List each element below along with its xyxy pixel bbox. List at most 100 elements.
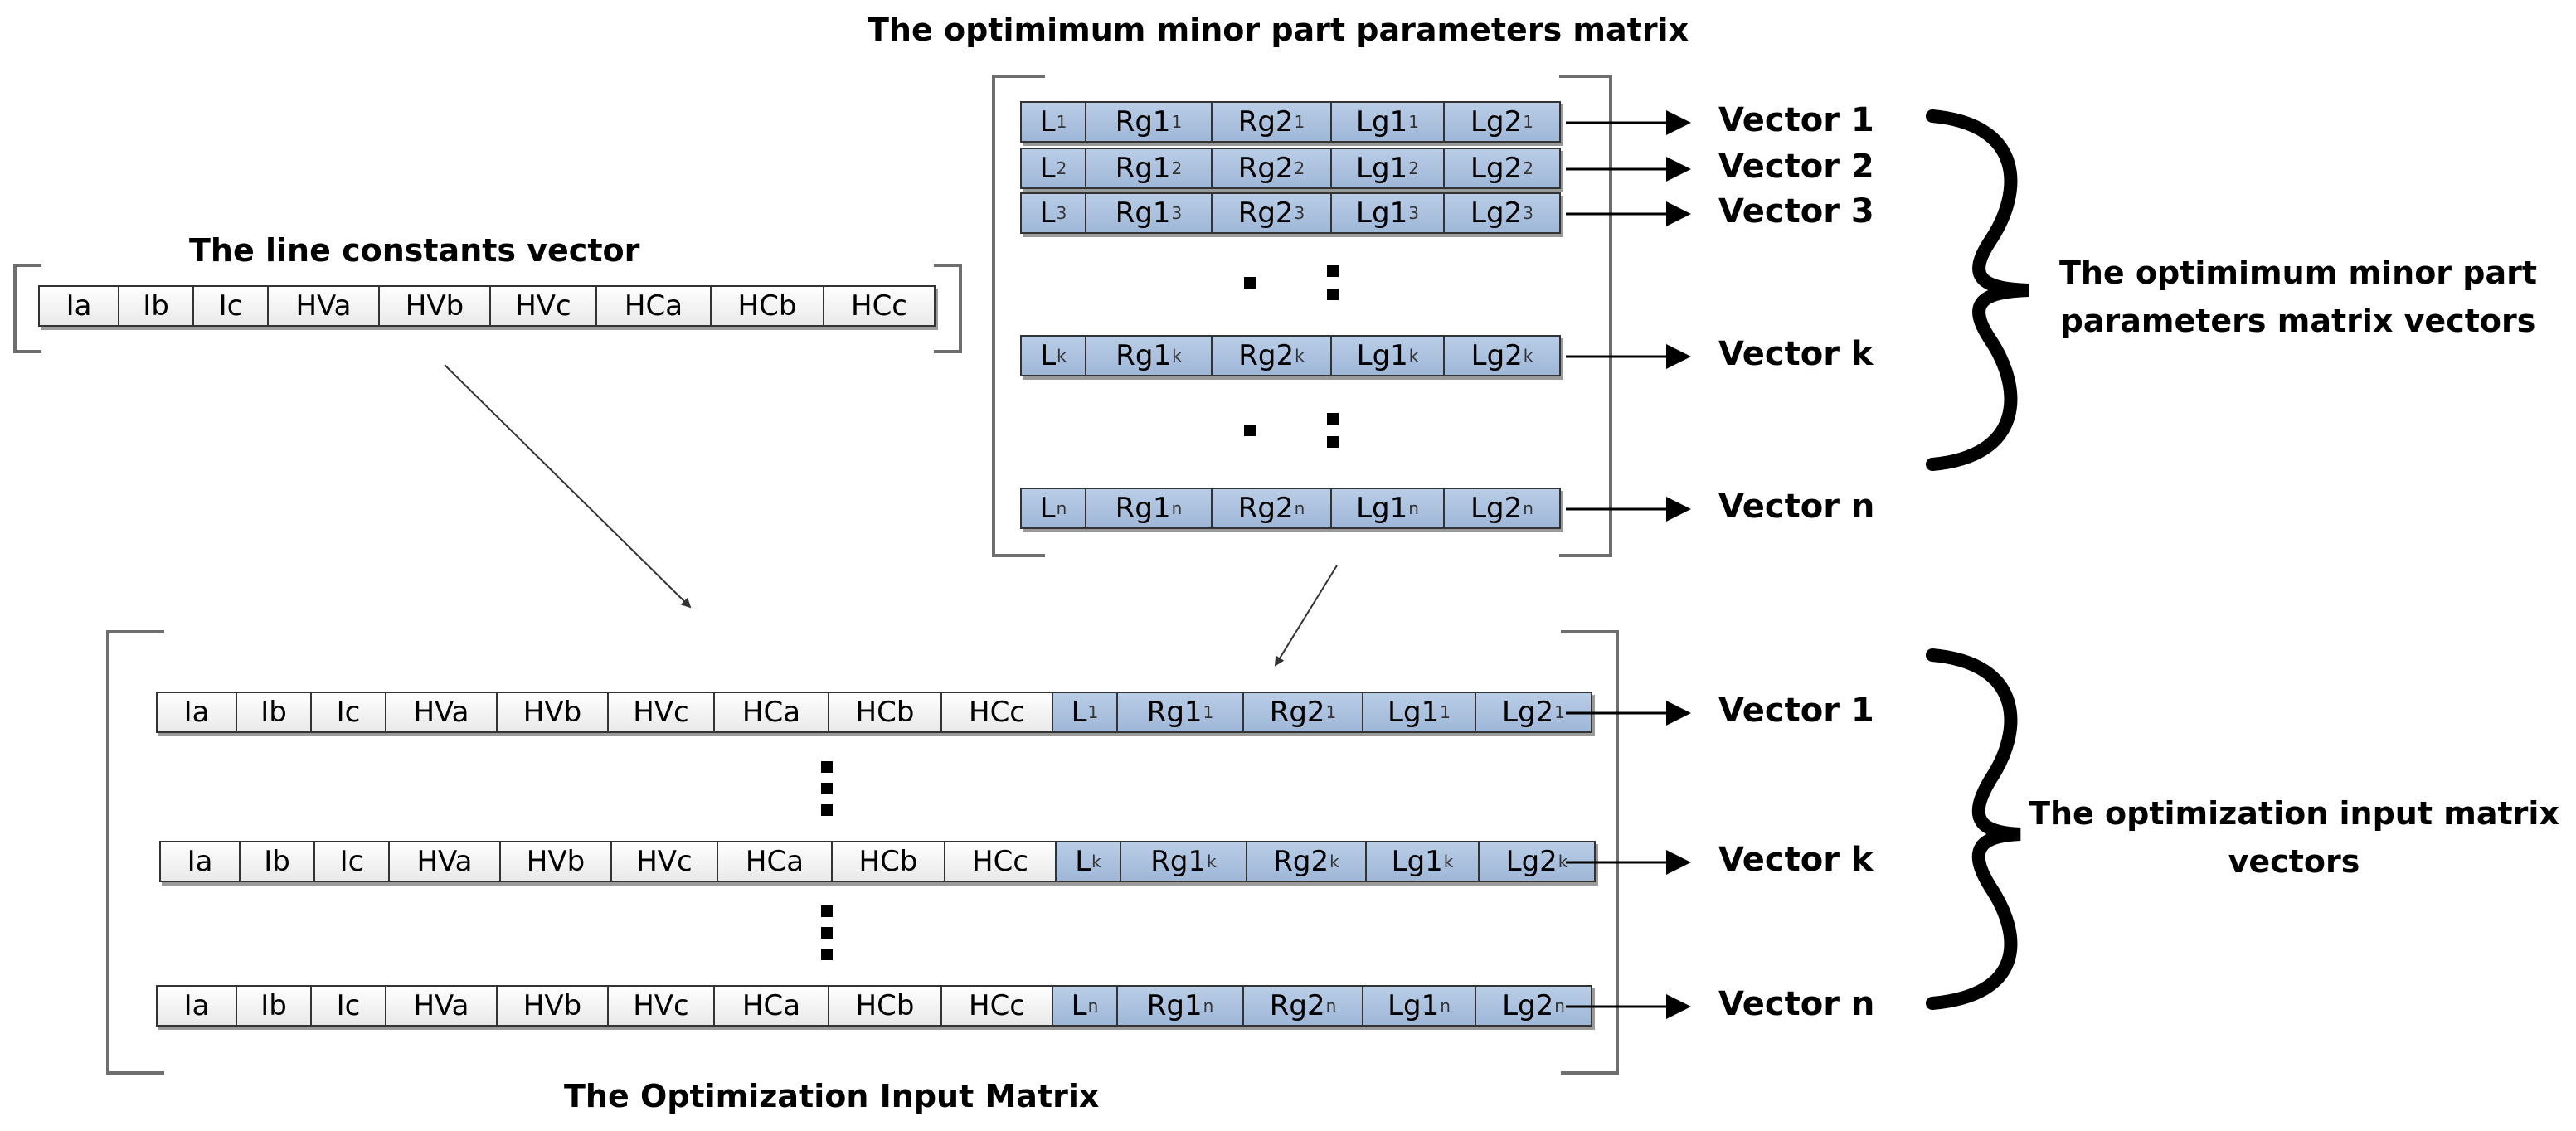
brace-label-line: The optimization input matrix [2029, 795, 2559, 832]
constant-cell: Ia [38, 285, 119, 327]
constant-cell: HCa [713, 692, 829, 733]
constant-cell: Ic [313, 841, 390, 882]
brace-label-line: vectors [2228, 843, 2360, 880]
minor-matrix-title: The optimimum minor part parameters matr… [868, 12, 1689, 48]
arrow-line-constants-to-input [444, 364, 692, 609]
input-vectors-brace-label: The optimization input matrix vectors [2020, 789, 2568, 886]
ellipsis-dot [1327, 289, 1339, 300]
ellipsis-dot [821, 949, 833, 960]
input-matrix-title: The Optimization Input Matrix [564, 1078, 1100, 1114]
constant-cell: Ic [310, 985, 386, 1027]
constant-cell: HCb [710, 285, 824, 327]
arrow-minor-to-input [1274, 565, 1338, 667]
input-matrix-bracket-right [1561, 630, 1619, 1075]
constant-cell: Ic [310, 692, 386, 733]
constant-cell: HVa [385, 985, 498, 1027]
constant-cell: HCa [713, 985, 829, 1027]
input-matrix-bracket-left [106, 630, 164, 1075]
ellipsis-dot [821, 927, 833, 939]
constant-cell: HVc [610, 841, 718, 882]
minor-matrix-bracket-left [992, 75, 1045, 557]
constant-cell: HVb [378, 285, 491, 327]
line-constants-bracket-left [13, 264, 41, 353]
constant-cell: HCc [944, 841, 1057, 882]
minor-matrix-bracket-right [1559, 75, 1612, 557]
ellipsis-dot [1327, 265, 1339, 277]
constant-cell: Ic [192, 285, 269, 327]
minor-vector-label: Vector 2 [1718, 148, 1874, 186]
ellipsis-dot [1327, 413, 1339, 425]
brace-label-line: The optimimum minor part [2058, 255, 2538, 291]
ellipsis-dot [821, 761, 833, 773]
ellipsis-dot [1327, 436, 1339, 448]
constant-cell: HVa [385, 692, 498, 733]
constant-cell: HCc [823, 285, 936, 327]
minor-brace-icon [1926, 109, 2029, 471]
constant-cell: Ib [236, 985, 312, 1027]
input-vector-label: Vector 1 [1718, 692, 1874, 730]
constant-cell: HVc [607, 985, 715, 1027]
input-vector-label: Vector k [1718, 841, 1874, 879]
constant-cell: Ia [156, 985, 237, 1027]
constant-cell: HVc [489, 285, 597, 327]
constant-cell: HVa [388, 841, 501, 882]
ellipsis-dot [821, 804, 833, 816]
minor-vector-label: Vector 1 [1718, 101, 1874, 139]
constant-cell: HCb [828, 985, 942, 1027]
constant-cell: HVb [496, 692, 609, 733]
input-brace-icon [1926, 648, 2021, 1010]
minor-vector-label: Vector 3 [1718, 192, 1874, 231]
ellipsis-dot [1244, 425, 1256, 436]
vector-arrows [1566, 110, 1691, 1019]
constant-cell: HCa [595, 285, 712, 327]
constant-cell: Ib [118, 285, 194, 327]
constant-cell: Ia [159, 841, 241, 882]
line-constants-bracket-right [934, 264, 962, 353]
ellipsis-dot [821, 783, 833, 794]
ellipsis-dot [821, 905, 833, 917]
minor-vector-label: Vector n [1718, 488, 1875, 526]
constant-cell: HCa [717, 841, 833, 882]
constant-cell: HCc [940, 692, 1053, 733]
minor-vectors-brace-label: The optimimum minor part parameters matr… [2029, 249, 2568, 345]
line-constants-title: The line constants vector [189, 232, 640, 269]
brace-label-line: parameters matrix vectors [2060, 303, 2536, 339]
input-vector-label: Vector n [1718, 985, 1875, 1023]
